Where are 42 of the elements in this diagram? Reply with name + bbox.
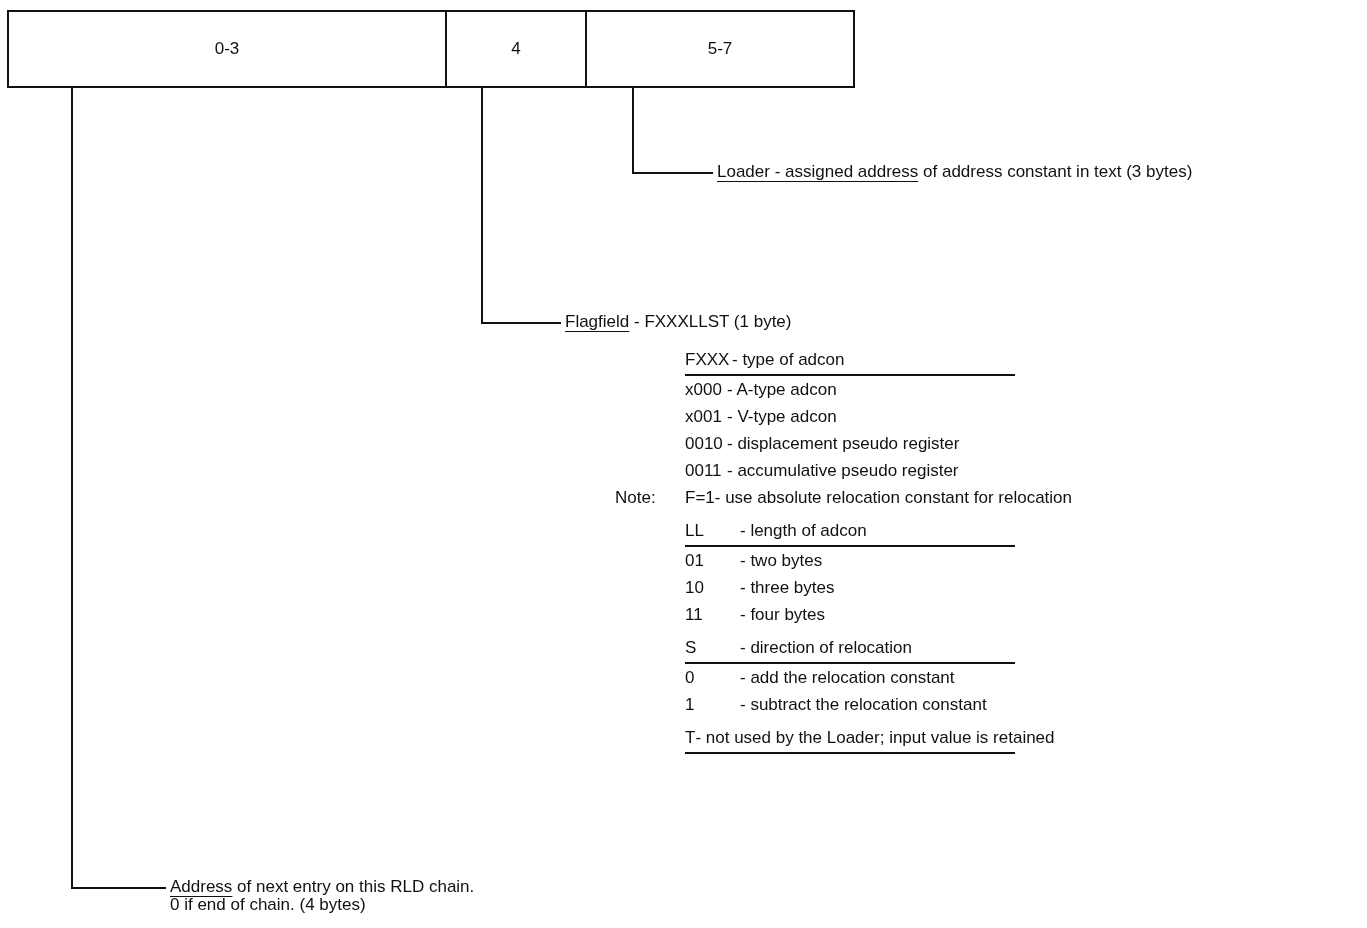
- code-meaning: - A-type adcon: [727, 380, 837, 400]
- bit-code: T: [685, 728, 696, 748]
- field-cell: 4: [445, 10, 587, 88]
- bit-code: 01: [685, 551, 705, 571]
- code-meaning: - subtract the relocation constant: [740, 695, 987, 715]
- field-description: - FXXXLLST (1 byte): [634, 312, 792, 331]
- code-meaning: - displacement pseudo register: [727, 434, 960, 454]
- leader-line: [71, 87, 167, 889]
- code-meaning: - accumulative pseudo register: [727, 461, 959, 481]
- bit-code: 0: [685, 668, 696, 688]
- code-meaning: - two bytes: [740, 551, 823, 571]
- bit-code: 10: [685, 578, 705, 598]
- field-cell: 5-7: [585, 10, 855, 88]
- bit-code: S: [685, 638, 698, 658]
- bit-code: x001: [685, 407, 723, 427]
- bit-code: 1: [685, 695, 696, 715]
- field-name: Loader - assigned address: [717, 162, 919, 181]
- bit-code: 11: [685, 605, 704, 625]
- bit-code: 0010: [685, 434, 724, 454]
- leader-line: [632, 87, 714, 174]
- code-meaning: - not used by the Loader; input value is retained: [695, 728, 1055, 748]
- code-meaning: - direction of relocation: [740, 638, 912, 658]
- field-name: Address: [170, 877, 233, 896]
- code-meaning: - length of adcon: [740, 521, 867, 541]
- bit-code: FXXX: [685, 350, 731, 370]
- field-name: Flagfield: [565, 312, 630, 331]
- field-description: 0 if end of chain. (4 bytes): [170, 896, 367, 914]
- code-meaning: - three bytes: [740, 578, 835, 598]
- bit-code: 0011: [685, 461, 723, 481]
- code-meaning: - V-type adcon: [727, 407, 837, 427]
- leader-line: [481, 87, 562, 324]
- note-label: Note:: [615, 488, 656, 508]
- bit-code: x000: [685, 380, 723, 400]
- code-meaning: - add the relocation constant: [740, 668, 955, 688]
- code-meaning: - four bytes: [740, 605, 826, 625]
- code-meaning: - use absolute relocation constant for relocation: [714, 488, 1072, 508]
- field-description: of next entry on this RLD chain.: [237, 877, 475, 896]
- bit-code: F=1: [685, 488, 715, 508]
- code-meaning: - type of adcon: [732, 350, 845, 370]
- bit-code: LL: [685, 521, 705, 541]
- field-description: of address constant in text (3 bytes): [923, 162, 1193, 181]
- field-cell: 0-3: [7, 10, 447, 88]
